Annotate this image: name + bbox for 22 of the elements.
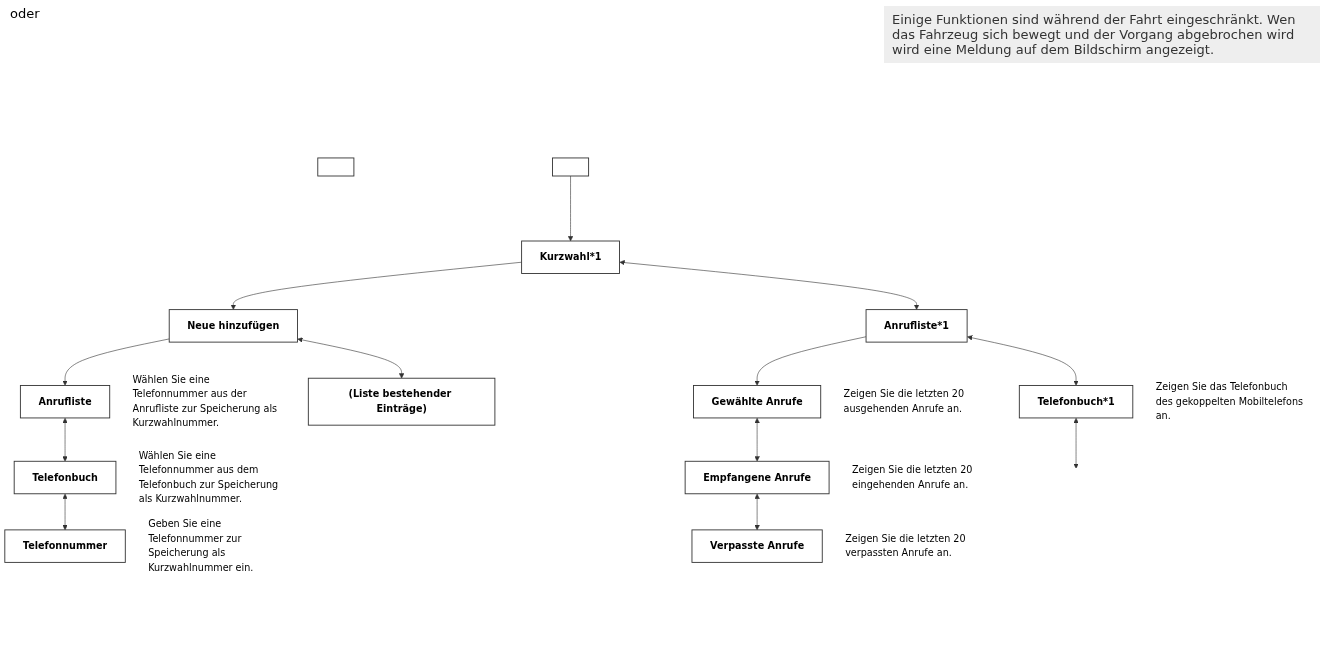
node-label: Wählen Sie eine Telefonnummer aus dem Telefonbuch zur Speicherung als Kurzwahlnummer. — [138, 449, 279, 505]
node-box: Telefonnummer — [4, 529, 126, 563]
node-box: Telefonbuch — [13, 460, 117, 495]
label-text: oder — [10, 6, 40, 21]
node-box — [552, 157, 590, 177]
node-box: Kurzwahl*1 — [521, 240, 620, 274]
node-label: Zeigen Sie die letzten 20 verpassten Anrufe an. — [845, 532, 966, 559]
node-box: Verpasste Anrufe — [691, 529, 823, 563]
node-box — [317, 157, 355, 177]
node-label: Geben Sie eine Telefonnummer zur Speicherung als Kurzwahlnummer ein. — [148, 518, 254, 574]
node-label: Zeigen Sie die letzten 20 eingehenden Anrufe an. — [851, 464, 973, 491]
node-box: (Liste bestehender Einträge) — [307, 377, 496, 426]
node-label: Zeigen Sie das Telefonbuch des gekoppelten Mobiltelefons an. — [1155, 381, 1303, 422]
node-box: Anrufliste — [19, 385, 111, 419]
node-box: Neue hinzufügen — [168, 309, 298, 343]
node-box: Anrufliste*1 — [865, 309, 968, 343]
node-box: Gewählte Anrufe — [693, 385, 822, 419]
node-box: Telefonbuch*1 — [1018, 385, 1134, 419]
node-label: Zeigen Sie die letzten 20 ausgehenden Anrufe an. — [843, 388, 965, 415]
node-label: Wählen Sie eine Telefonnummer aus der Anrufliste zur Speicherung als Kurzwahlnummer. — [132, 374, 278, 429]
note-text: Einige Funktionen sind während der Fahrt eingeschränkt. Wen das Fahrzeug sich bewegt und der Vorgang abgebrochen wird wird eine Meldung auf dem Bildschirm angezeigt. — [884, 6, 1320, 63]
node-box: Empfangene Anrufe — [684, 460, 830, 495]
